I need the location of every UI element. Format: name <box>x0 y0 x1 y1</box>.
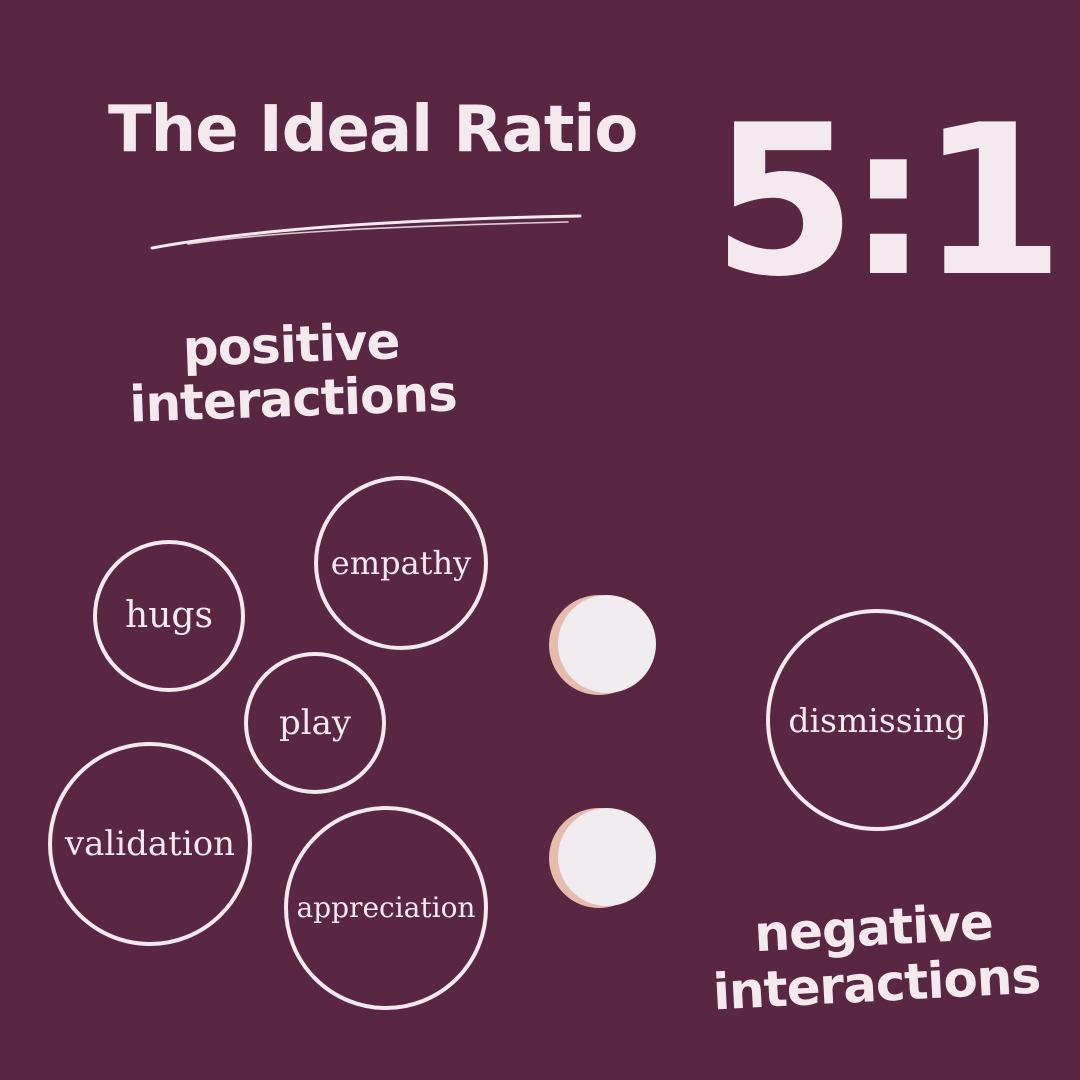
negative-interactions-label: negative interactions <box>677 890 1072 1022</box>
positive-interactions-label: positive interactions <box>100 311 484 434</box>
page-title: The Ideal Ratio <box>108 93 638 167</box>
bubble-hugs: hugs <box>93 540 245 692</box>
ratio-value: 5:1 <box>712 81 1065 323</box>
colon-dot-bottom <box>549 808 656 908</box>
bubble-play: play <box>244 652 386 794</box>
colon-dot-top <box>549 595 656 695</box>
positive-label-line-2: interactions <box>128 364 458 434</box>
bubble-hugs-label: hugs <box>125 595 213 636</box>
bubble-empathy: empathy <box>314 476 488 650</box>
bubble-validation: validation <box>48 742 252 946</box>
bubble-validation-label: validation <box>64 824 236 864</box>
bubble-empathy-label: empathy <box>330 544 472 582</box>
title-underline <box>150 214 582 250</box>
bubble-dismissing: dismissing <box>766 609 988 831</box>
bubble-dismissing-label: dismissing <box>788 700 966 740</box>
bubble-play-label: play <box>278 703 352 743</box>
bubble-appreciation: appreciation <box>284 806 488 1010</box>
bubble-appreciation-label: appreciation <box>296 891 476 924</box>
